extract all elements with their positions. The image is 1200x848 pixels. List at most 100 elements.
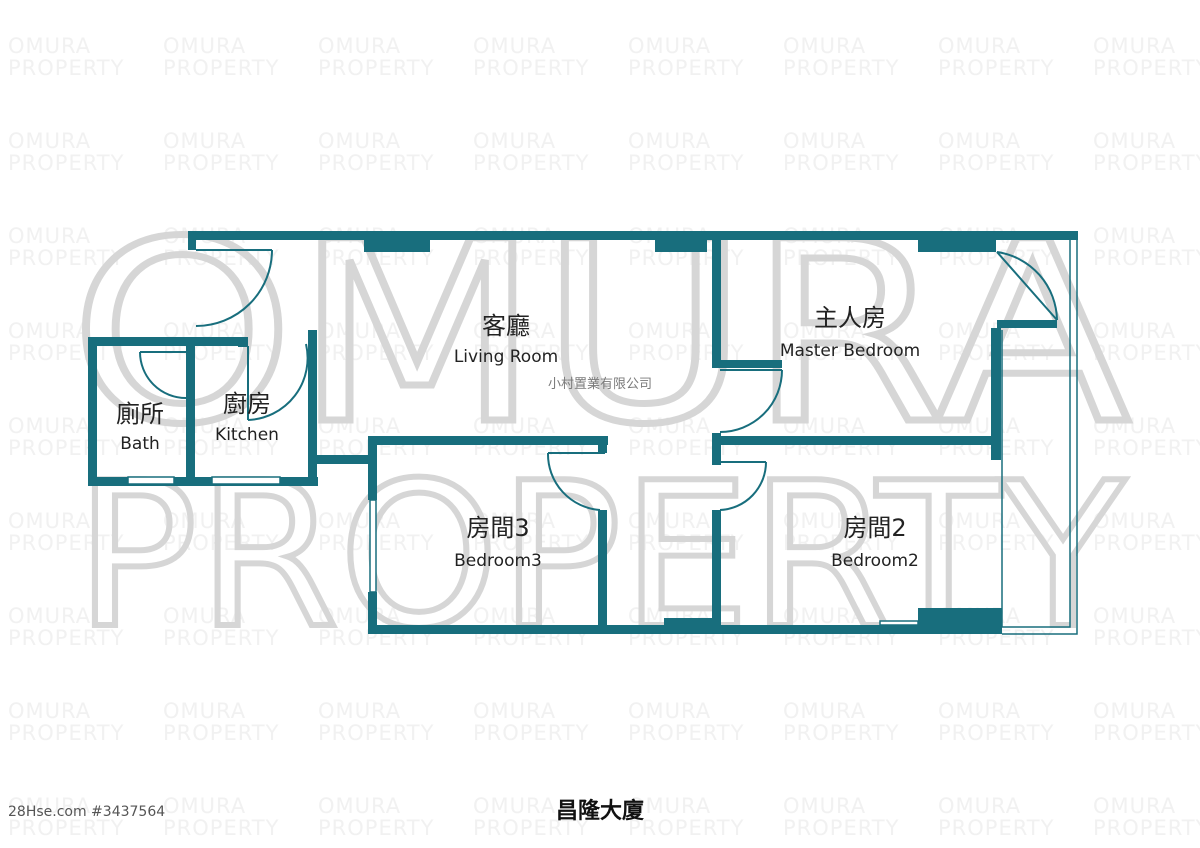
watermark-tile-line2: PROPERTY <box>938 151 1055 175</box>
wall-bedroom3-right-stub <box>598 445 607 453</box>
door-balcony-swing <box>996 251 1058 321</box>
watermark-tile-line2: PROPERTY <box>318 246 435 270</box>
window-kitchen <box>211 476 281 485</box>
watermark-tile-line2: PROPERTY <box>783 721 900 745</box>
doors <box>139 249 1058 511</box>
watermark-tile-line2: PROPERTY <box>783 341 900 365</box>
watermark-tile-line1: OMURA <box>938 509 1022 533</box>
watermark-tile-line2: PROPERTY <box>8 531 125 555</box>
watermark-tile-line1: OMURA <box>938 699 1022 723</box>
watermark-tile-line1: OMURA <box>473 794 557 818</box>
watermark-tile-line2: PROPERTY <box>938 246 1055 270</box>
watermark-tile-line1: OMURA <box>783 414 867 438</box>
watermark-tile-line1: OMURA <box>783 129 867 153</box>
watermark-tile-line2: PROPERTY <box>318 816 435 840</box>
wall-corridor-right <box>712 436 1001 445</box>
room-label-bath-en: Bath <box>120 434 160 454</box>
watermark-tile-line1: OMURA <box>8 224 92 248</box>
pillar-top-2 <box>655 240 707 252</box>
listing-id: 28Hse.com #3437564 <box>8 804 166 820</box>
watermark-tile-line1: OMURA <box>783 34 867 58</box>
watermark-tile-line2: PROPERTY <box>1093 151 1200 175</box>
watermark-tile-line1: OMURA <box>163 699 247 723</box>
watermark-tile-line1: OMURA <box>938 794 1022 818</box>
wall-master-right <box>991 328 1001 460</box>
watermark-tile-line1: OMURA <box>628 414 712 438</box>
door-entrance-swing <box>195 249 273 327</box>
balcony-outer <box>1002 240 1078 635</box>
watermark-tile-line1: OMURA <box>1093 794 1177 818</box>
watermark-tile-line1: OMURA <box>318 129 402 153</box>
windows <box>127 476 919 626</box>
room-label-kitchen-en: Kitchen <box>215 425 279 445</box>
watermark-tile-line2: PROPERTY <box>318 341 435 365</box>
watermark-tile-line1: OMURA <box>163 414 247 438</box>
window-bedroom2 <box>879 620 919 626</box>
watermark-tile-line1: OMURA <box>318 699 402 723</box>
window-bath <box>127 476 175 485</box>
watermark-tile-line2: PROPERTY <box>163 816 280 840</box>
watermark-tile-line1: OMURA <box>783 794 867 818</box>
watermark-tile-line2: PROPERTY <box>163 721 280 745</box>
watermark-tile-line2: PROPERTY <box>783 531 900 555</box>
watermark-tile-line1: OMURA <box>318 34 402 58</box>
watermark-tile-line2: PROPERTY <box>473 246 590 270</box>
room-label-bedroom2-en: Bedroom2 <box>831 551 919 571</box>
watermark-tile-line1: OMURA <box>163 129 247 153</box>
wall-bath-kitchen <box>186 337 195 485</box>
watermark-tile-line2: PROPERTY <box>473 531 590 555</box>
watermark-tile-line1: OMURA <box>783 509 867 533</box>
watermark-tile-line2: PROPERTY <box>163 56 280 80</box>
watermark-tile-line1: OMURA <box>1093 509 1177 533</box>
room-label-master-zh: 主人房 <box>814 304 886 332</box>
watermark-tile-line2: PROPERTY <box>783 151 900 175</box>
watermark-tile-line1: OMURA <box>318 794 402 818</box>
room-label-kitchen-zh: 廚房 <box>223 390 271 418</box>
watermark-tile-line1: OMURA <box>1093 319 1177 343</box>
door-bath-swing <box>139 351 187 399</box>
room-label-bath-zh: 廁所 <box>116 400 164 428</box>
room-label-bedroom3-zh: 房間3 <box>466 514 529 542</box>
watermark-tile-line1: OMURA <box>318 319 402 343</box>
watermark-tile-line1: OMURA <box>1093 129 1177 153</box>
watermark-tile-line2: PROPERTY <box>1093 246 1200 270</box>
watermark-tile-line1: OMURA <box>628 129 712 153</box>
balcony-inner <box>1002 240 1071 628</box>
watermark-tile-line1: OMURA <box>1093 34 1177 58</box>
watermark-tile-line2: PROPERTY <box>8 721 125 745</box>
watermark-tile-line2: PROPERTY <box>473 816 590 840</box>
room-label-master-en: Master Bedroom <box>780 341 920 361</box>
pillar-top-1 <box>364 240 430 252</box>
watermark-tile-line1: OMURA <box>473 34 557 58</box>
watermark-tile-line2: PROPERTY <box>1093 816 1200 840</box>
watermark-tile-line2: PROPERTY <box>473 721 590 745</box>
pillar-bottom-1 <box>664 618 720 632</box>
watermark-tile-line2: PROPERTY <box>1093 56 1200 80</box>
watermark-tile-line1: OMURA <box>473 414 557 438</box>
watermark-tile-line1: OMURA <box>8 414 92 438</box>
wall-kitchen-right <box>308 330 317 486</box>
watermark-tile-line2: PROPERTY <box>1093 341 1200 365</box>
